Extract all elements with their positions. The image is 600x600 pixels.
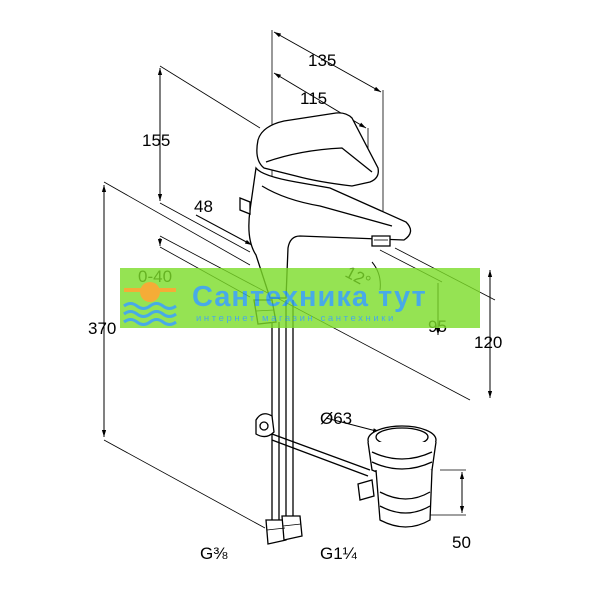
watermark-banner: Сантехника тут интернет магазин сантехни…	[120, 268, 480, 328]
watermark-band	[120, 268, 480, 328]
dim-120: 120	[474, 333, 502, 352]
watermark-logo-icon	[123, 282, 177, 326]
dim-diameter-63: Ø63	[320, 409, 352, 428]
dim-370: 370	[88, 319, 116, 338]
watermark-title: Сантехника тут	[192, 281, 427, 313]
thread-g-3-8: G⅜	[200, 544, 228, 563]
dim-115: 115	[300, 89, 327, 108]
drain-waste-assembly	[357, 425, 437, 528]
thread-g-1-1-4: G1¼	[320, 544, 358, 563]
dim-155: 155	[142, 131, 170, 150]
dim-48: 48	[194, 197, 213, 216]
dim-50: 50	[452, 533, 471, 552]
watermark-subtitle: интернет магазин сантехники	[196, 313, 396, 324]
dim-135: 135	[308, 51, 336, 70]
